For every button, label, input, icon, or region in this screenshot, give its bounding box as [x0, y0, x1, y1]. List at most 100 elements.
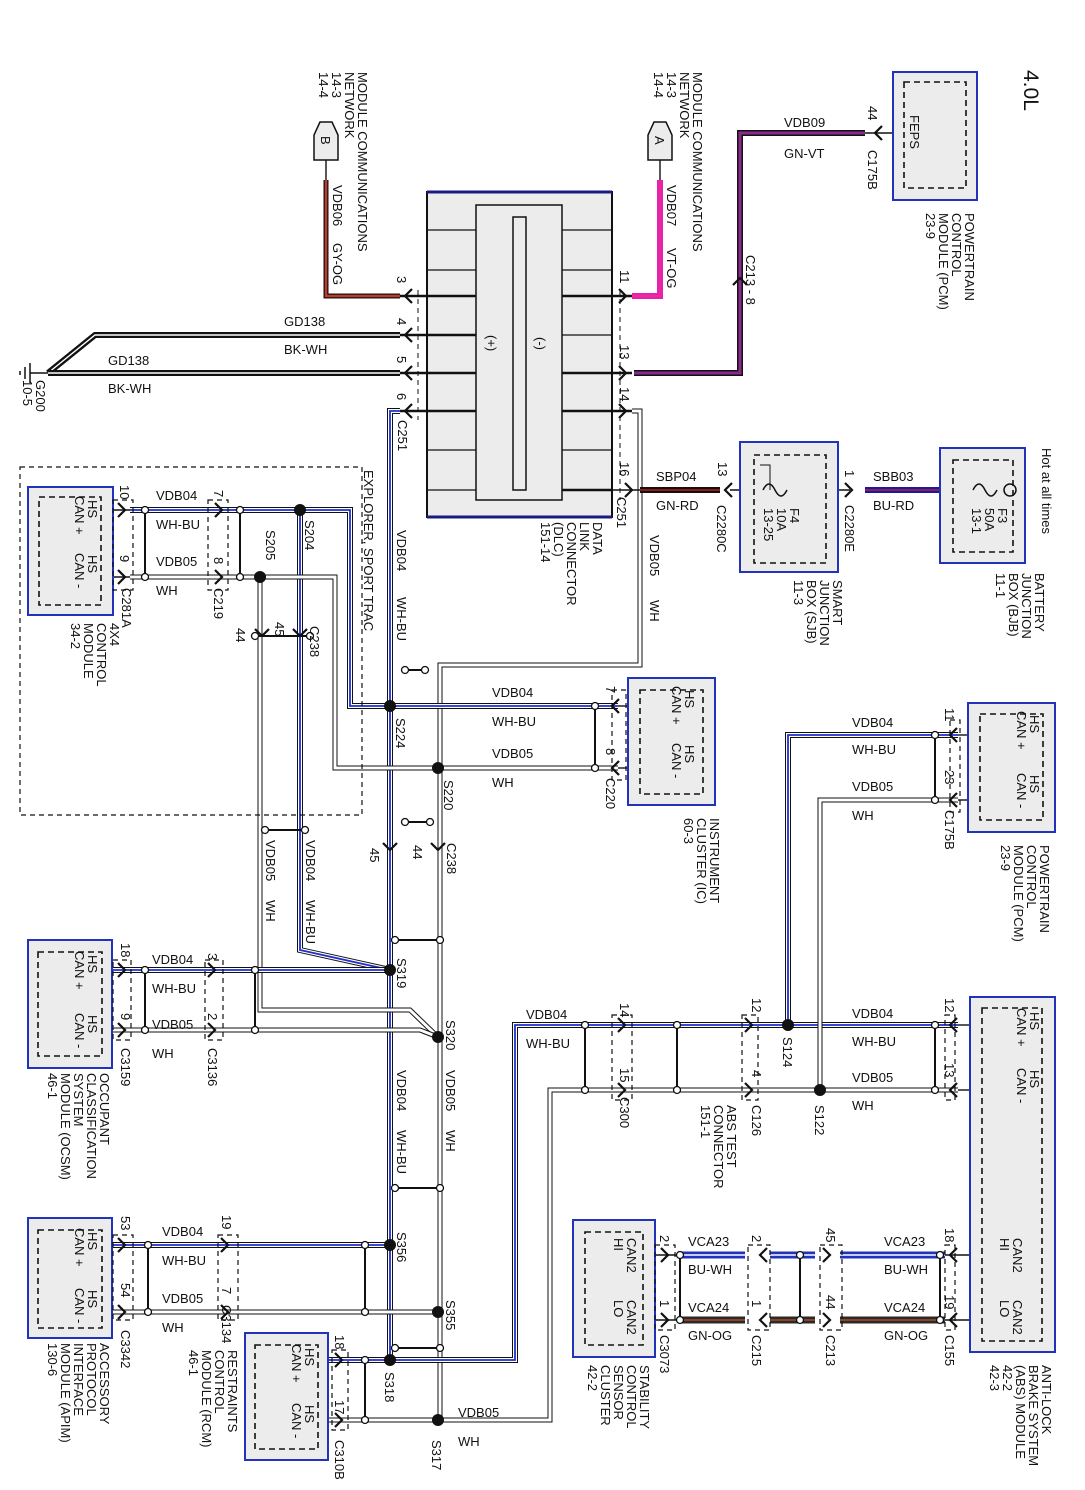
- ocsm-module: [27, 939, 113, 1069]
- dlc-minus-label: (-): [533, 337, 548, 350]
- wire-label: VDB04: [492, 685, 533, 700]
- pin-number: 2: [205, 1013, 220, 1020]
- pin-number: 5: [394, 356, 409, 363]
- pin-number: 44: [233, 628, 248, 642]
- wire-color-label: WH: [443, 1130, 458, 1152]
- connector-c175b_feps: C175B: [865, 150, 880, 190]
- twisted-pair-end: [672, 1085, 682, 1095]
- rcm-can-plus-label: CAN +: [289, 1344, 304, 1383]
- rcm-label-line: CONTROL: [212, 1350, 227, 1414]
- rcm-hs-label: HS: [302, 1348, 317, 1366]
- connector-c251_right: C251: [614, 497, 629, 528]
- splice-label: S356: [394, 1232, 409, 1262]
- rcm-module: [244, 1332, 329, 1461]
- wire-color-label: GN-OG: [884, 1328, 928, 1343]
- network-a-label-line: NETWORK: [677, 72, 692, 139]
- twisted-pair-end: [930, 730, 940, 740]
- abs-can-plus-label: CAN +: [1014, 1008, 1029, 1047]
- twisted-pair-end: [675, 1250, 685, 1260]
- pin-number: 7: [219, 1287, 234, 1294]
- pin-number: 12: [749, 998, 764, 1012]
- wire-label: VDB05: [156, 554, 197, 569]
- bjb-label-line: BATTERY: [1032, 573, 1047, 632]
- abs-hs-label: HS: [1027, 1070, 1042, 1088]
- connector-c213: C213: [823, 1335, 838, 1366]
- ocsm-hs-label: HS: [85, 955, 100, 973]
- wire-color-label: WH: [152, 1046, 174, 1061]
- connector-terminal-icon: [948, 1082, 958, 1098]
- pin-number: 14: [617, 387, 632, 401]
- wire-label: VDB05: [492, 746, 533, 761]
- abs-label-line: ANTI-LOCK: [1039, 1365, 1054, 1435]
- pin-number: 13: [617, 345, 632, 359]
- connector-outline: [611, 689, 627, 781]
- connector-outline: [204, 959, 224, 1041]
- pin-number: 1: [749, 1300, 764, 1307]
- connector-terminal-icon: [403, 327, 413, 343]
- pin-number: 17: [332, 1400, 347, 1414]
- wire-vdb05-s205: [257, 577, 440, 1039]
- apim-label-line: INTERFACE: [71, 1343, 86, 1416]
- network-connector-letter: B: [318, 136, 333, 145]
- wire-color-label: WH: [458, 1434, 480, 1449]
- pin-number: 53: [118, 1216, 133, 1230]
- connector-terminal-icon: [822, 1312, 832, 1328]
- x4-can-minus-label: CAN -: [72, 553, 87, 588]
- wire-label: VDB05: [852, 779, 893, 794]
- bjb-fuse-label-line: 50A: [982, 508, 997, 531]
- twisted-pair-end: [140, 505, 150, 515]
- connector-outline: [112, 959, 132, 1041]
- wire-color-label: WH: [852, 1098, 874, 1113]
- twisted-pair-end: [250, 965, 260, 975]
- wire-label: VDB05: [152, 1017, 193, 1032]
- pin-number: 44: [823, 1295, 838, 1309]
- connector-outline: [112, 1234, 134, 1321]
- pin-number: 13: [715, 462, 730, 476]
- twisted-pair-end: [400, 817, 410, 827]
- twisted-pair-end: [140, 572, 150, 582]
- x4-label-line: 4X4: [107, 623, 122, 646]
- ground-id: G200: [33, 380, 48, 412]
- fuse-icon: [972, 483, 998, 497]
- x4-control-module: [27, 486, 114, 616]
- connector-c3342: C3342: [118, 1330, 133, 1368]
- ground-icon: [19, 363, 31, 383]
- connector-c155: C155: [942, 1335, 957, 1366]
- splice-label: S317: [429, 1440, 444, 1470]
- connector-c3073: C3073: [657, 1335, 672, 1373]
- pin-number: 13: [942, 1063, 957, 1077]
- network-b-label-line: NETWORK: [342, 72, 357, 139]
- connector-terminal-icon: [660, 1312, 670, 1328]
- engine-label: 4.0L: [1019, 70, 1042, 111]
- connector-terminal-icon: [403, 288, 413, 304]
- wires: [30, 130, 1020, 1423]
- twisted-pair-end: [420, 665, 430, 675]
- twisted-pair-end: [795, 1315, 805, 1325]
- twisted-pair-end: [235, 572, 245, 582]
- splice-s224: [384, 700, 396, 712]
- pin-number: 3: [394, 276, 409, 283]
- connector-outline: [654, 1244, 676, 1331]
- pin-number: 19: [942, 1295, 957, 1309]
- wire-label: VDB04: [394, 1070, 409, 1111]
- rcm-label-line: MODULE (RCM): [199, 1350, 214, 1448]
- connector-terminal-icon: [948, 1312, 958, 1328]
- twisted-pair-end: [590, 701, 600, 711]
- ocsm-label-line: CLASSIFICATION: [84, 1073, 99, 1179]
- twisted-pair-end: [400, 665, 410, 675]
- wire-color-label: WH-BU: [394, 597, 409, 641]
- wire-label: VCA23: [884, 1234, 925, 1249]
- wire-label: VDB04: [162, 1224, 203, 1239]
- network-b-label-line: 14-3: [329, 72, 344, 98]
- pin-number: 54: [118, 1283, 133, 1297]
- twisted-pair-end: [360, 1240, 370, 1250]
- connector-c215: C215: [749, 1335, 764, 1366]
- pcm-can-plus-label: CAN +: [1014, 711, 1029, 750]
- twisted-pair-end: [935, 1250, 945, 1260]
- pin-number: 7: [211, 490, 226, 497]
- sjb-label-line: SMART: [830, 580, 845, 625]
- twisted-pair-end: [580, 1085, 590, 1095]
- connector-terminal-icon: [207, 962, 217, 978]
- sjb-fuse-label-line: 13-25: [761, 508, 776, 541]
- connector-outline: [819, 1244, 843, 1331]
